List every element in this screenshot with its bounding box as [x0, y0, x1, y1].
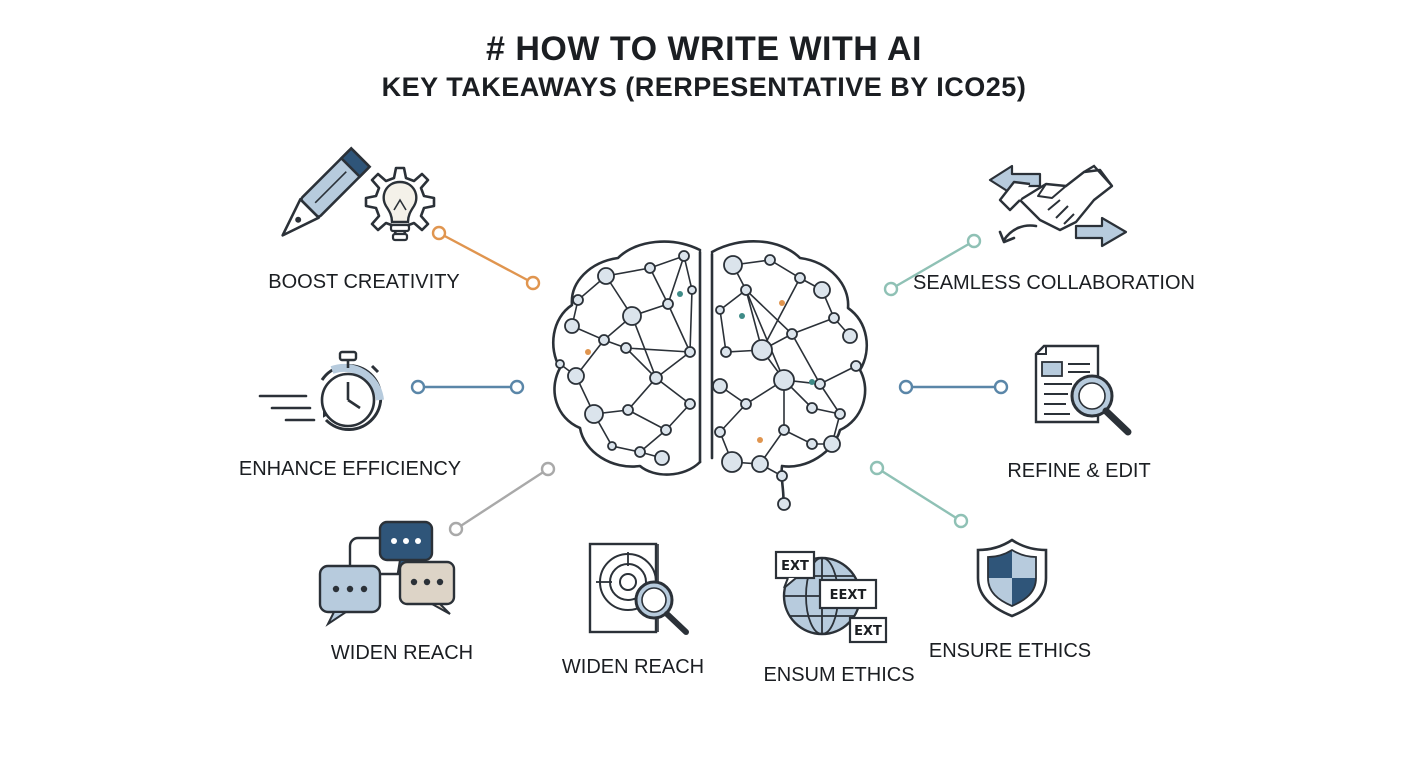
globe-text-icon: EXT EEXT EXT [774, 550, 888, 644]
brain-network-icon [552, 240, 868, 511]
label-refine-edit: REFINE & EDIT [1007, 460, 1151, 482]
pen-and-lightbulb-gear-icon [281, 146, 436, 242]
connector-seamless-collaboration [883, 233, 982, 297]
connector-widen-reach [448, 461, 556, 537]
label-seamless-collaboration: SEAMLESS COLLABORATION [913, 272, 1195, 294]
globe-tag-3: EXT [848, 616, 888, 644]
globe-tag-text-3: EXT [854, 624, 882, 639]
globe-tag-2: EEXT [818, 578, 878, 610]
shield-icon [976, 538, 1048, 618]
label-boost-creativity: BOOST CREATIVITY [268, 271, 460, 293]
globe-tag-1: EXT [774, 550, 816, 589]
document-magnifier-icon [1034, 344, 1132, 436]
page-subtitle: KEY TAKEAWAYS (RERPESENTATIVE BY ICO25) [381, 72, 1027, 102]
globe-tag-text-2: EEXT [830, 588, 867, 603]
connector-refine-edit [898, 379, 1009, 395]
globe-tag-text-1: EXT [781, 559, 809, 574]
chat-bubbles-icon [318, 520, 456, 627]
label-widen-reach-1: WIDEN REACH [330, 642, 474, 664]
connector-boost-creativity [431, 225, 541, 291]
handshake-icon [988, 164, 1128, 248]
page-title: # HOW TO WRITE WITH AI [486, 30, 922, 68]
label-widen-reach-2: WIDEN REACH [561, 656, 705, 678]
target-magnifier-icon [588, 542, 689, 635]
label-ensum-ethics: ENSUM ETHICS [763, 664, 915, 686]
connector-enhance-efficiency [410, 379, 525, 395]
label-ensure-ethics: ENSURE ETHICS [928, 640, 1092, 662]
connector-ensure-ethics [869, 460, 969, 529]
label-enhance-efficiency: ENHANCE EFFICIENCY [238, 458, 462, 480]
stopwatch-icon [258, 350, 384, 431]
